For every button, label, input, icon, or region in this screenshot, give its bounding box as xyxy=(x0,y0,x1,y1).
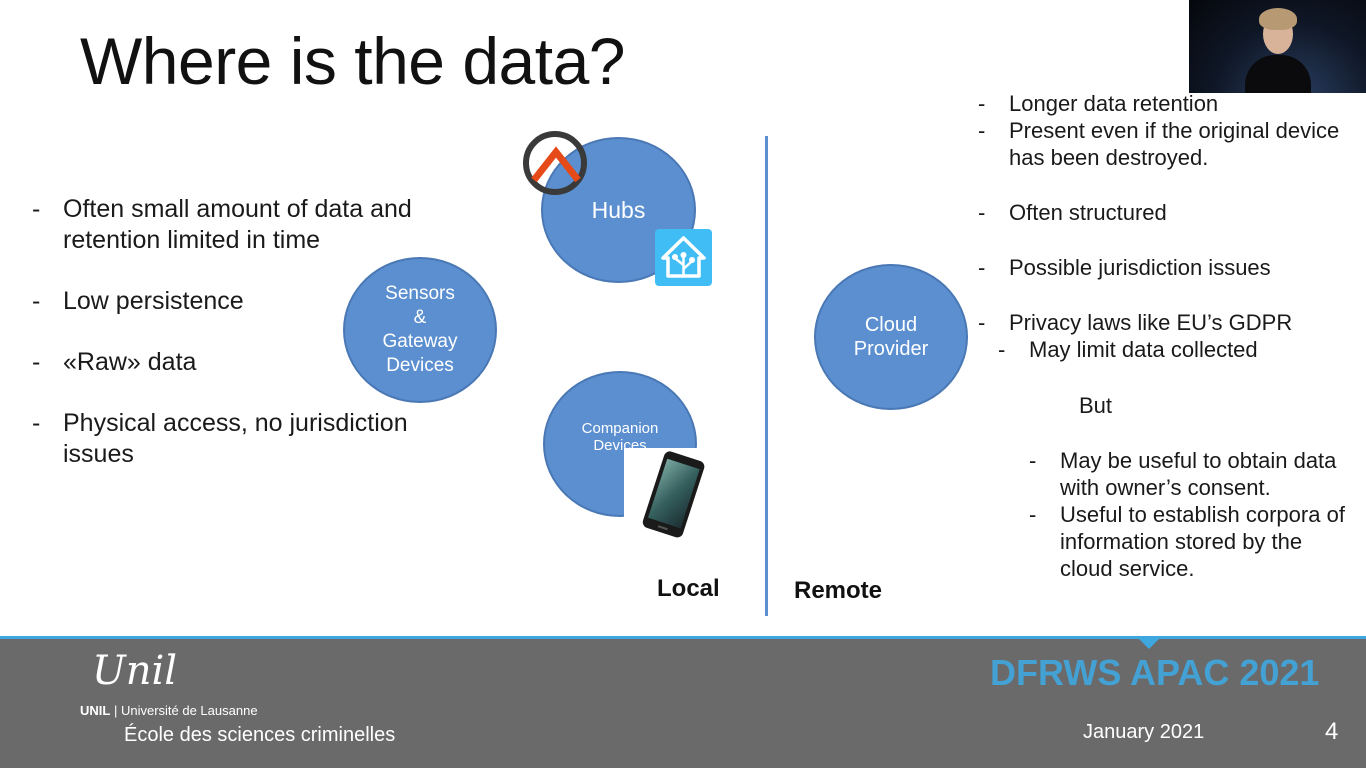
conference-name: DFRWS APAC 2021 xyxy=(990,652,1320,693)
list-item: Low persistence xyxy=(32,286,422,317)
unil-short: UNIL xyxy=(80,703,111,718)
list-item: Present even if the original device has … xyxy=(978,117,1363,171)
companion-label-line: Companion xyxy=(581,420,659,437)
page-number: 4 xyxy=(1325,718,1339,745)
list-item: Physical access, no jurisdiction issues xyxy=(32,408,422,470)
school-name: École des sciences criminelles xyxy=(124,724,396,746)
remote-bullets: Longer data retention Present even if th… xyxy=(978,90,1363,363)
list-item: Longer data retention xyxy=(978,90,1363,117)
sensors-label-line: Gateway xyxy=(382,331,458,352)
list-item: Often structured xyxy=(978,199,1363,226)
list-item: Often small amount of data and retention… xyxy=(32,194,422,256)
local-label: Local xyxy=(657,575,720,602)
openhab-logo-icon xyxy=(523,131,587,195)
home-assistant-icon xyxy=(655,229,712,286)
slide-date: January 2021 xyxy=(1083,721,1205,743)
but-text: But xyxy=(1079,393,1113,418)
cloud-label-line: Provider xyxy=(853,338,929,360)
list-item: Possible jurisdiction issues xyxy=(978,254,1363,281)
smartphone-icon xyxy=(624,448,720,544)
footer-notch xyxy=(1138,638,1160,649)
slide-title: Where is the data? xyxy=(80,24,625,98)
sensors-label-line: & xyxy=(413,307,427,328)
cloud-label-line: Cloud xyxy=(864,314,918,336)
slide-footer xyxy=(0,638,1366,768)
list-item: Privacy laws like EU’s GDPR xyxy=(978,309,1363,336)
list-item: «Raw» data xyxy=(32,347,422,378)
hubs-label: Hubs xyxy=(591,196,646,223)
university-name: UNIL | Université de Lausanne xyxy=(80,703,258,718)
sensors-circle: Sensors & Gateway Devices xyxy=(343,257,497,403)
cloud-circle: Cloud Provider xyxy=(814,264,968,410)
university-full: | Université de Lausanne xyxy=(113,703,258,718)
local-bullets: Often small amount of data and retention… xyxy=(32,194,422,500)
sensors-label-line: Devices xyxy=(386,355,454,376)
sub-list-item: Useful to establish corpora of informati… xyxy=(1029,501,1360,582)
presenter-webcam xyxy=(1189,0,1366,93)
list-item-text: Privacy laws like EU’s GDPR xyxy=(1009,310,1293,335)
unil-logo: Unil xyxy=(92,648,178,694)
remote-label: Remote xyxy=(794,577,883,604)
local-remote-divider xyxy=(765,136,768,616)
footer-accent-line xyxy=(0,636,1366,639)
sub-list-item: May limit data collected xyxy=(998,336,1363,363)
sensors-label-line: Sensors xyxy=(385,283,455,304)
remote-sub-bullets: May be useful to obtain data with owner’… xyxy=(978,447,1363,582)
sub-list-item: May be useful to obtain data with owner’… xyxy=(1029,447,1360,501)
